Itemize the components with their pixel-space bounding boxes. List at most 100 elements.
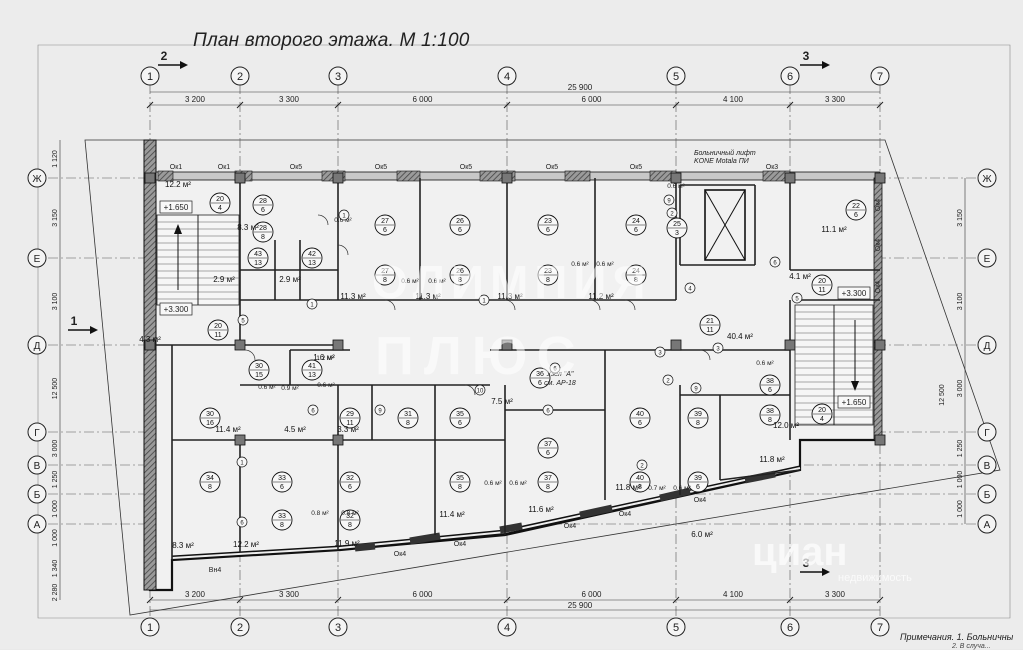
room-number: 20 <box>818 407 826 414</box>
zone-tag-label: 4 <box>688 287 692 293</box>
column <box>144 339 156 351</box>
dim-total-top-label: 25 900 <box>568 83 593 92</box>
room-number: 20 <box>818 278 826 285</box>
room-area: 11.6 м² <box>528 505 554 514</box>
axis-label-top: 3 <box>335 71 341 83</box>
dim-chain-bottom-label: 3 200 <box>185 590 206 599</box>
small-area-label: 0.6 м² <box>596 261 614 268</box>
room-area: 4.5 м² <box>284 425 306 434</box>
axis-label-left: В <box>34 461 41 472</box>
dim-tick <box>876 596 884 604</box>
axis-label-top: 7 <box>877 71 883 83</box>
zone-tag <box>237 314 249 326</box>
axis-bubble-top <box>140 66 160 86</box>
room-number: 25 <box>673 221 681 228</box>
room-area: 7.5 м² <box>491 397 513 406</box>
dim-chain-left-label: 1 250 <box>52 471 59 489</box>
small-area-label: 0.6 м² <box>428 278 446 285</box>
room-number: 27 <box>381 268 389 275</box>
room-category: 8 <box>458 277 462 284</box>
window-bottom <box>659 487 691 502</box>
level-mark: +3.300 <box>842 289 867 298</box>
window-top <box>157 170 174 182</box>
axis-bubble-top <box>497 66 517 86</box>
section-mark-3-top-arrow <box>822 61 830 69</box>
room-category: 6 <box>348 484 352 491</box>
room-label: 406 <box>629 407 651 429</box>
small-area-label: 0.6 м² <box>334 217 352 224</box>
small-area-label: 0.6 м² <box>667 183 685 190</box>
zone-tag <box>791 292 803 304</box>
small-area-label: 0.6 м² <box>258 384 276 391</box>
door-swing <box>699 349 711 361</box>
room-category: 8 <box>546 484 550 491</box>
zone-tag-label: 5 <box>241 319 245 325</box>
zone-tag <box>684 282 696 294</box>
room-label: 388 <box>759 404 781 426</box>
window-bottom <box>579 504 613 519</box>
zone-tag <box>474 384 486 396</box>
zone-tag <box>306 298 318 310</box>
cian-logo-subtitle: недвижимость <box>838 572 912 584</box>
column <box>670 339 682 351</box>
dim-total-right: 12 500 <box>939 384 946 406</box>
room-category: 6 <box>280 484 284 491</box>
room-area: 11.4 м² <box>439 510 465 519</box>
section-mark-3-top-label: 3 <box>803 49 810 63</box>
level-mark-box <box>159 200 193 214</box>
room-number: 26 <box>456 218 464 225</box>
axis-bubble-bottom <box>328 617 348 637</box>
axis-bubble-top <box>666 66 686 86</box>
small-area-label: 0.6 м² <box>756 360 774 367</box>
room-area: 4.3 м² <box>139 335 161 344</box>
notes-heading: Примечания. 1. Больничны <box>900 632 1014 642</box>
room-category: 8 <box>261 234 265 241</box>
axis-label-bottom: 4 <box>504 622 510 634</box>
zone-tag <box>654 346 666 358</box>
zone-tag-label: 9 <box>694 387 698 393</box>
dim-chain-left-label: 3 100 <box>52 293 59 311</box>
zone-tag-label: 6 <box>773 261 777 267</box>
zone-tag-label: 1 <box>310 303 314 309</box>
window-label-top: Ок5 <box>546 164 559 171</box>
room-area: 11.3 м² <box>415 292 441 301</box>
room-area: 12.2 м² <box>165 180 191 189</box>
dim-chain-left-label: 12 500 <box>52 378 59 400</box>
axis-bubble-right <box>977 455 997 475</box>
room-label: 253 <box>666 217 688 239</box>
window-label-top: Ок5 <box>460 164 473 171</box>
column <box>501 172 513 184</box>
room-label: 356 <box>449 407 471 429</box>
window-label-top: Ок5 <box>290 164 303 171</box>
dim-tick <box>876 101 884 109</box>
room-number: 40 <box>636 411 644 418</box>
right-wall <box>873 177 883 441</box>
room-area: 3.3 м² <box>337 425 359 434</box>
zone-tag-label: 2 <box>670 212 674 218</box>
dim-chain-right-label: 3 000 <box>957 380 964 398</box>
lift-label: Больничный лифт KONE Motala ПИ <box>694 150 756 166</box>
room-number: 29 <box>346 411 354 418</box>
zone-tag-label: 5 <box>795 297 799 303</box>
level-mark: +1.650 <box>842 398 867 407</box>
window-bottom <box>354 542 376 552</box>
room-category: 8 <box>638 484 642 491</box>
axis-label-right: Г <box>984 428 990 439</box>
room-number: 33 <box>278 513 286 520</box>
room-category: 6 <box>768 387 772 394</box>
axis-label-top: 1 <box>147 71 153 83</box>
window-label-top: Ок1 <box>170 164 183 171</box>
axis-label-bottom: 6 <box>787 622 793 634</box>
dim-tick <box>786 101 794 109</box>
small-area-label: 0.6 м² <box>317 382 335 389</box>
